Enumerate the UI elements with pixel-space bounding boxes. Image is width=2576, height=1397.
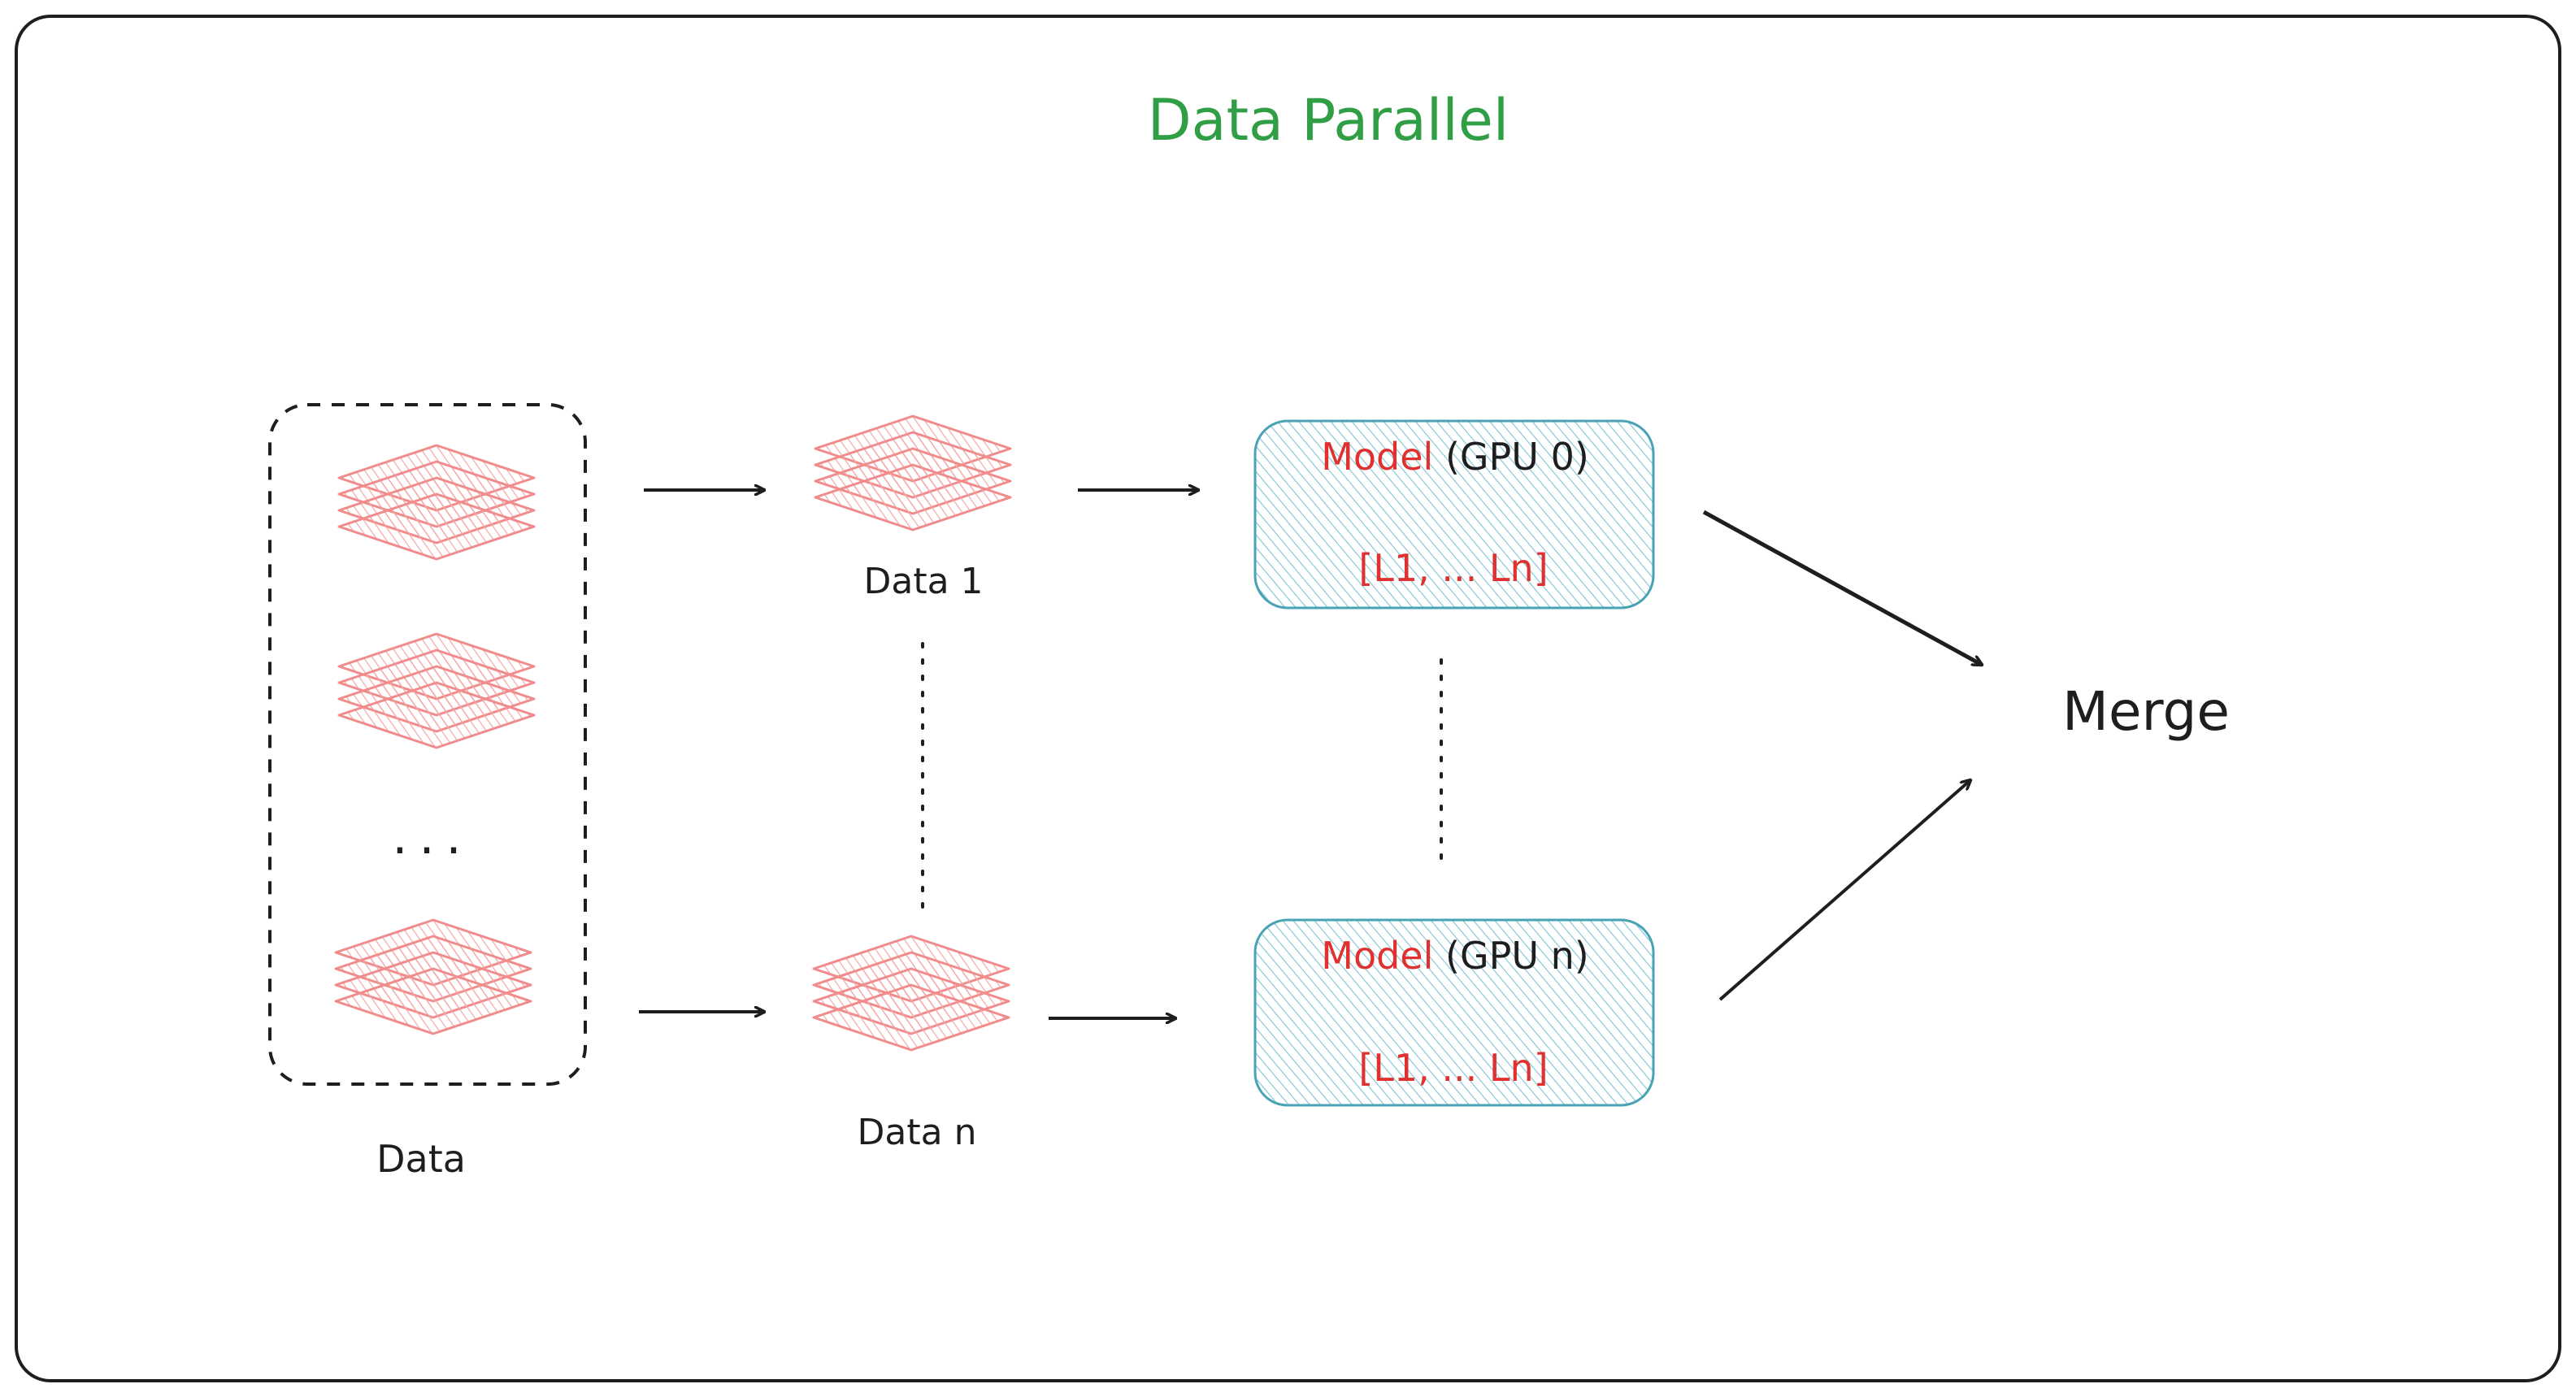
diagram-title: Data Parallel [1148,87,1509,154]
model-gpu-n-layers: [L1, ... Ln] [1358,1046,1548,1090]
outer-frame [15,15,2561,1382]
data-group-label: Data [376,1137,466,1181]
model-gpu-0-device: (GPU 0) [1445,435,1589,479]
model-gpu-0-name: Model [1321,435,1433,479]
model-gpu-0-box: Model (GPU 0) [L1, ... Ln] [1253,419,1655,610]
arrow-model-n-to-merge [1718,780,1970,1001]
shard-1-label: Data 1 [863,561,983,602]
data-group-box [268,403,587,1086]
shard-n-label: Data n [858,1112,977,1153]
model-gpu-n-device: (GPU n) [1445,934,1589,978]
model-gpu-n-title: Model (GPU n) [1321,934,1588,978]
model-gpu-0-layers: [L1, ... Ln] [1358,546,1548,590]
model-gpu-n-name: Model [1321,934,1433,978]
data-ellipsis: ... [392,809,472,866]
arrow-model-0-to-merge [1702,510,1982,665]
model-gpu-0-title: Model (GPU 0) [1321,435,1589,479]
model-gpu-n-box: Model (GPU n) [L1, ... Ln] [1253,918,1655,1107]
merge-label: Merge [2062,680,2230,743]
